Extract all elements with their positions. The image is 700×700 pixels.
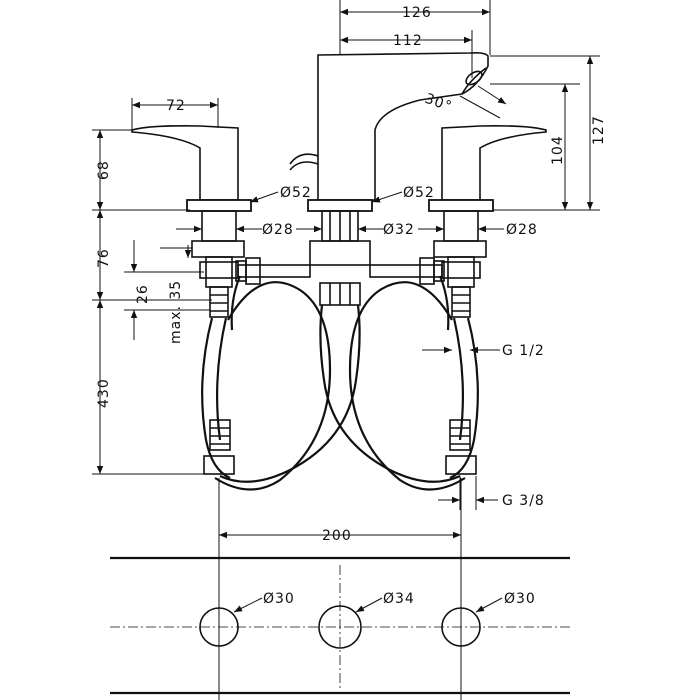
dim-127: 127 [591, 115, 607, 145]
hoses [201, 275, 479, 491]
dim-dia28-right: Ø28 [506, 222, 538, 238]
spout-nut [309, 240, 371, 266]
dim-dia52-center: Ø52 [403, 185, 435, 201]
dim-max-35: max. 35 [168, 280, 184, 344]
spout [289, 52, 489, 201]
dim-dia52-left: Ø52 [280, 185, 312, 201]
left-valve-body [199, 256, 239, 318]
hole-label-center: Ø34 [383, 591, 415, 607]
countertop-plan [110, 556, 570, 695]
hole-label-right: Ø30 [504, 591, 536, 607]
dimension-labels: 126 112 72 30° 104 127 68 76 26 max. 35 … [96, 5, 607, 607]
dim-angle-30: 30° [423, 91, 455, 116]
dim-68: 68 [96, 160, 112, 180]
hole-label-left: Ø30 [263, 591, 295, 607]
dim-dia32-center: Ø32 [383, 222, 415, 238]
dim-26: 26 [135, 284, 151, 304]
dim-72: 72 [166, 98, 186, 114]
mounting-hole-right [441, 607, 481, 647]
spout-base-flange [307, 199, 373, 212]
dim-200: 200 [322, 528, 352, 544]
mounting-hole-left [199, 607, 239, 647]
connection-pipes [235, 257, 445, 306]
dim-112: 112 [393, 33, 423, 49]
dim-thread-g38: G 3/8 [502, 493, 545, 509]
hose-fittings [203, 419, 477, 475]
dim-104: 104 [550, 135, 566, 165]
dim-430: 430 [96, 378, 112, 408]
mounting-hole-center [318, 605, 362, 649]
dim-76: 76 [96, 248, 112, 268]
left-handle [131, 125, 252, 258]
dim-thread-g12: G 1/2 [502, 343, 545, 359]
dim-126: 126 [402, 5, 432, 21]
dim-dia28-left: Ø28 [262, 222, 294, 238]
